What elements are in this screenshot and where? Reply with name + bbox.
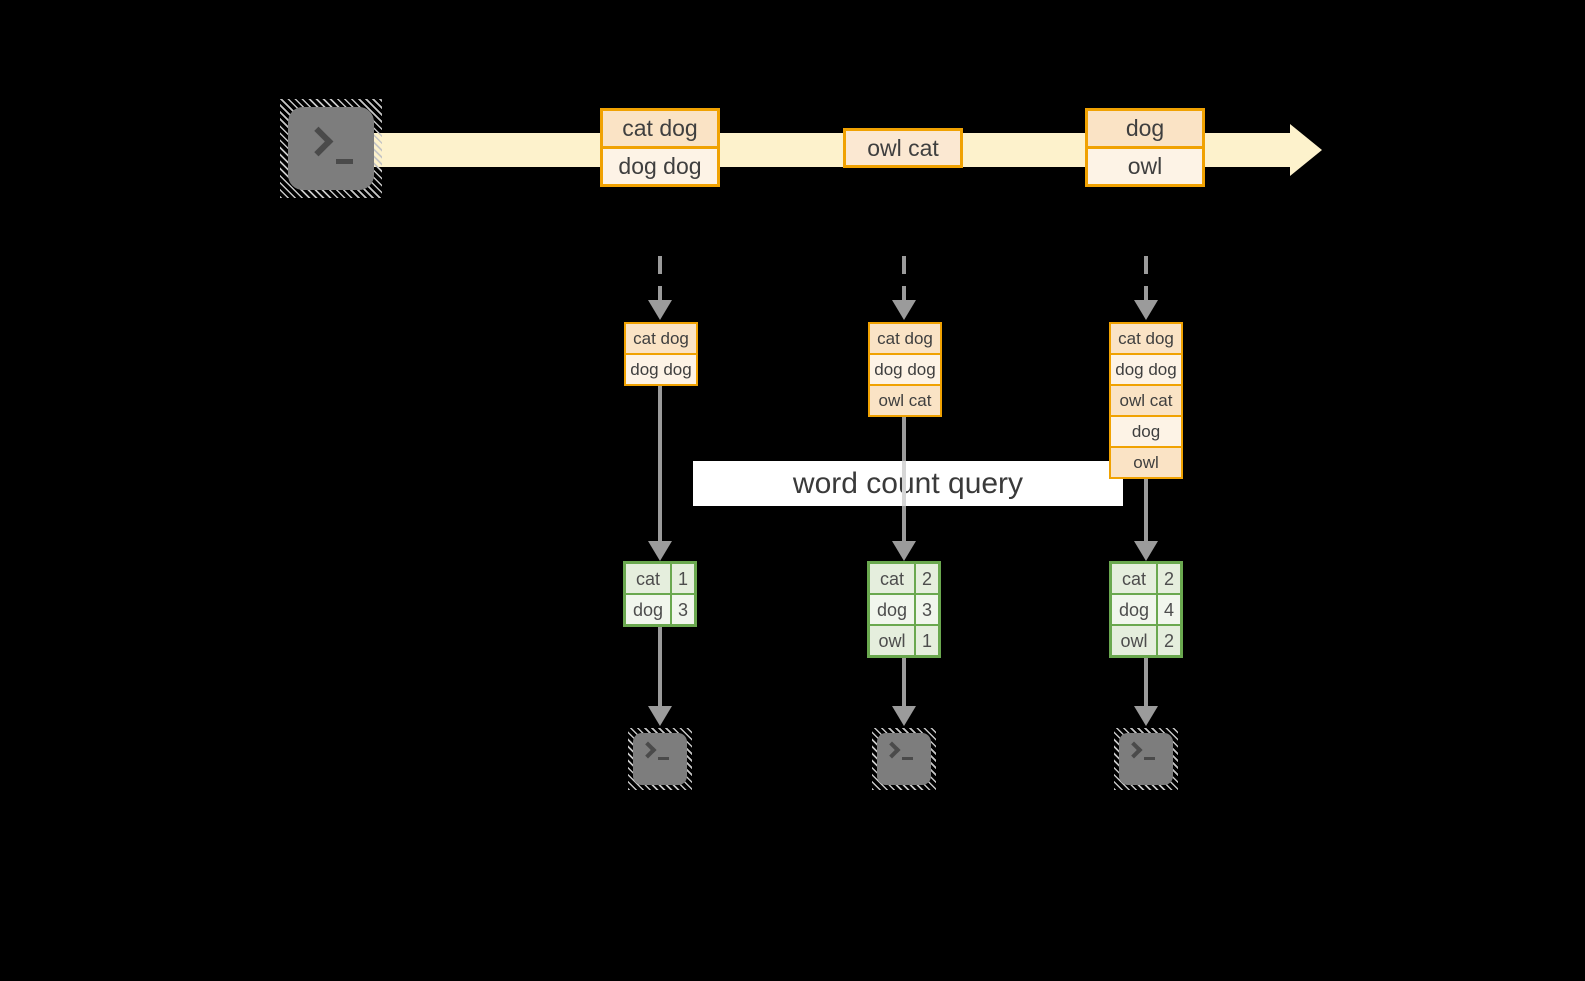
dashed-arrowhead [892, 300, 916, 320]
count-table-3: cat 2 dog 4 owl 2 [1109, 561, 1183, 658]
batch-row: dog [1088, 111, 1202, 146]
state-cell: dog dog [868, 353, 942, 386]
count-cell: 4 [1158, 595, 1180, 624]
terminal-sink-icon-2 [872, 728, 936, 790]
state-cell: cat dog [1109, 322, 1183, 355]
arrowhead [892, 706, 916, 726]
input-state-stack-1: cat dog dog dog [624, 322, 698, 386]
prompt-underscore-icon [1144, 757, 1155, 760]
arrow-line [658, 386, 662, 543]
arrow-line [902, 658, 906, 707]
word-cell: dog [870, 595, 914, 624]
arrow-line [658, 627, 662, 707]
arrowhead [1134, 541, 1158, 561]
terminal-body [1119, 733, 1173, 785]
input-state-stack-2: cat dog dog dog owl cat [868, 322, 942, 417]
batch-row: owl [1088, 146, 1202, 184]
terminal-body [633, 733, 687, 785]
word-cell: cat [870, 564, 914, 593]
stream-batch-3: dog owl [1085, 108, 1205, 187]
state-cell: owl cat [868, 384, 942, 417]
word-cell: dog [626, 595, 670, 624]
state-cell: cat dog [868, 322, 942, 355]
batch-row: owl cat [846, 131, 960, 165]
prompt-underscore-icon [902, 757, 913, 760]
count-cell: 3 [672, 595, 694, 624]
arrowhead [1134, 706, 1158, 726]
dashed-arrowhead [648, 300, 672, 320]
terminal-body [288, 107, 374, 190]
state-cell: cat dog [624, 322, 698, 355]
dashed-arrow-line [658, 256, 662, 302]
word-cell: cat [626, 564, 670, 593]
arrow-line [1144, 479, 1148, 543]
word-cell: dog [1112, 595, 1156, 624]
terminal-source-icon [280, 99, 382, 198]
prompt-chevron-icon [639, 741, 657, 759]
stream-arrowhead [1290, 124, 1322, 176]
terminal-sink-icon-1 [628, 728, 692, 790]
count-cell: 1 [916, 626, 938, 655]
word-cell: owl [1112, 626, 1156, 655]
arrow-line [1144, 658, 1148, 707]
state-cell: owl cat [1109, 384, 1183, 417]
arrowhead [648, 706, 672, 726]
dashed-arrowhead [1134, 300, 1158, 320]
count-cell: 1 [672, 564, 694, 593]
count-table-1: cat 1 dog 3 [623, 561, 697, 627]
dashed-arrow-line [1144, 256, 1148, 302]
terminal-sink-icon-3 [1114, 728, 1178, 790]
query-banner: word count query [693, 461, 1123, 506]
prompt-underscore-icon [658, 757, 669, 760]
state-cell: owl [1109, 446, 1183, 479]
state-cell: dog dog [1109, 353, 1183, 386]
arrowhead [892, 541, 916, 561]
prompt-underscore-icon [336, 159, 353, 164]
word-cell: cat [1112, 564, 1156, 593]
state-cell: dog [1109, 415, 1183, 448]
prompt-chevron-icon [303, 126, 334, 157]
state-cell: dog dog [624, 353, 698, 386]
arrowhead [648, 541, 672, 561]
count-cell: 3 [916, 595, 938, 624]
prompt-chevron-icon [883, 741, 901, 759]
prompt-chevron-icon [1125, 741, 1143, 759]
batch-row: cat dog [603, 111, 717, 146]
terminal-body [877, 733, 931, 785]
count-cell: 2 [1158, 564, 1180, 593]
stream-batch-1: cat dog dog dog [600, 108, 720, 187]
stream-batch-2: owl cat [843, 128, 963, 168]
input-state-stack-3: cat dog dog dog owl cat dog owl [1109, 322, 1183, 479]
dashed-arrow-line [902, 256, 906, 302]
word-cell: owl [870, 626, 914, 655]
count-cell: 2 [1158, 626, 1180, 655]
arrow-line-through-banner [902, 461, 906, 506]
batch-row: dog dog [603, 146, 717, 184]
count-table-2: cat 2 dog 3 owl 1 [867, 561, 941, 658]
count-cell: 2 [916, 564, 938, 593]
